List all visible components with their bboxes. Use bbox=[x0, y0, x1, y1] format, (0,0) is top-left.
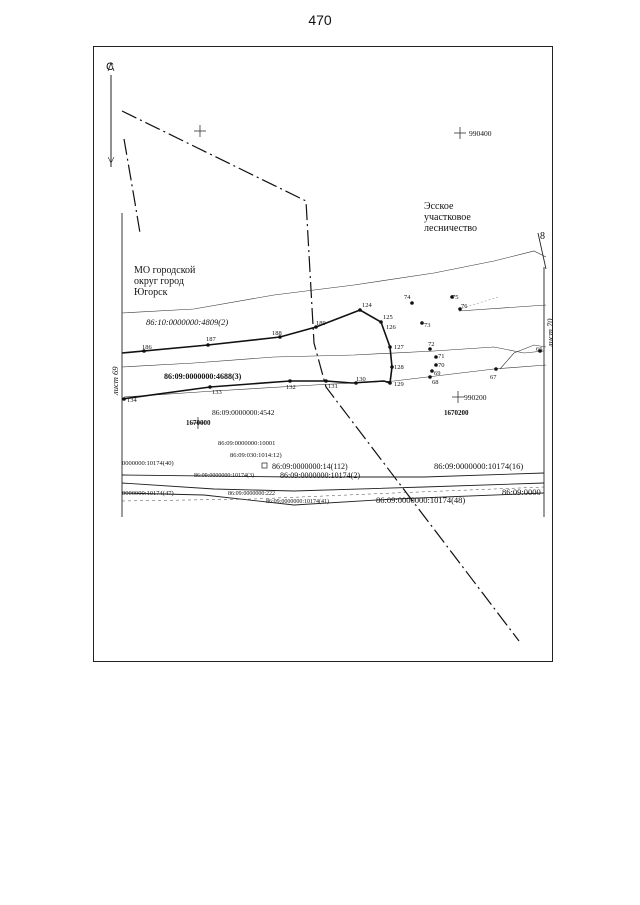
point-label: 132 bbox=[286, 384, 296, 391]
forestry-label: Эсское участковое лесничество bbox=[424, 201, 477, 234]
parcel-label: 86:09:0000000:14(112) bbox=[272, 462, 348, 471]
point-label: 75 bbox=[452, 294, 459, 301]
point-label: 68 bbox=[432, 379, 439, 386]
grid-label-990200: 990200 bbox=[464, 393, 487, 402]
point-label: 131 bbox=[328, 383, 338, 390]
point-label: 74 bbox=[404, 294, 411, 301]
svg-text:Эсское: Эсское bbox=[424, 201, 454, 212]
parcel-label: 86:09:0000000:10174(16) bbox=[434, 461, 523, 471]
parcel-label: 86:09:0000000:10001 bbox=[218, 440, 275, 447]
point-label: 133 bbox=[212, 389, 222, 396]
parcel-label: 86:09:0000000:10174(48) bbox=[376, 495, 465, 505]
point-label: 71 bbox=[438, 353, 445, 360]
point-label: 189 bbox=[316, 320, 326, 327]
point-label: 76 bbox=[461, 303, 468, 310]
grid-label-1670200: 1670200 bbox=[444, 409, 469, 417]
point-label: 187 bbox=[206, 336, 217, 343]
survey-point-icon bbox=[122, 295, 542, 401]
parcel-label: 86:10:0000000:4809(2) bbox=[146, 317, 228, 327]
building-icon bbox=[261, 462, 268, 469]
svg-text:участковое: участковое bbox=[424, 212, 471, 223]
point-label: 124 bbox=[362, 302, 373, 309]
point-labels: 186 187 188 189 124 125 126 127 128 129 … bbox=[127, 294, 543, 404]
municipality-label: МО городской округ город Югорск bbox=[134, 265, 196, 298]
sheet-edge-line bbox=[121, 213, 547, 517]
svg-text:округ город: округ город bbox=[134, 276, 184, 287]
map-canvas: С 990400 990200 1670200 1670000 bbox=[106, 61, 554, 642]
page-number: 470 bbox=[308, 12, 332, 28]
point-label: 70 bbox=[438, 362, 445, 369]
parcel-label: 86:09:0000000:4542 bbox=[212, 408, 275, 417]
grid-label-990400: 990400 bbox=[469, 129, 492, 138]
parcel-label: 86:09:030:1014:12) bbox=[230, 452, 282, 459]
parcel-label: 86:09:0000 bbox=[502, 487, 541, 497]
point-label: 186 bbox=[142, 344, 153, 351]
parcel-label: 86:09:0000000:10174(41) bbox=[266, 498, 329, 505]
svg-text:Югорск: Югорск bbox=[134, 287, 168, 298]
point-label: 69 bbox=[434, 370, 441, 377]
parcel-label: 0000000:10174(40) bbox=[122, 460, 174, 467]
road-line bbox=[121, 472, 545, 506]
grid-cross-icon bbox=[192, 125, 466, 429]
svg-text:лесничество: лесничество bbox=[424, 223, 477, 234]
point-label: 127 bbox=[394, 344, 405, 351]
parcel-label: 0000000:10174(47) bbox=[122, 490, 174, 497]
north-label: С bbox=[106, 61, 114, 73]
boundary-line bbox=[121, 110, 520, 642]
point-label: 72 bbox=[428, 341, 435, 348]
sheet-label-left: лист 69 bbox=[110, 366, 120, 396]
point-label: 125 bbox=[383, 314, 393, 321]
parcel-label: 86:09:0000000:10174(2) bbox=[280, 471, 360, 480]
sheet-label-right: лист 70 bbox=[545, 318, 554, 348]
point-label: 128 bbox=[394, 364, 404, 371]
point-label: 130 bbox=[356, 376, 366, 383]
sheet-label-top-right: 8 bbox=[540, 231, 545, 242]
point-label: 188 bbox=[272, 330, 282, 337]
parcel-label: 86:09:0000000:222 bbox=[228, 491, 275, 497]
point-label: 126 bbox=[386, 324, 397, 331]
point-label: 73 bbox=[424, 322, 431, 329]
point-label: 67 bbox=[490, 374, 497, 381]
parcel-label: 86:09:0000000:10174(3) bbox=[194, 472, 254, 479]
point-label: 129 bbox=[394, 381, 404, 388]
grid-label-1670000: 1670000 bbox=[186, 419, 211, 427]
svg-text:МО городской: МО городской bbox=[134, 265, 196, 276]
point-label: 134 bbox=[127, 397, 138, 404]
parcel-label: 86:09:0000000:4688(3) bbox=[164, 372, 242, 381]
north-arrow-icon bbox=[107, 61, 115, 167]
point-label: 66 bbox=[536, 346, 543, 353]
map-frame: С 990400 990200 1670200 1670000 bbox=[93, 46, 554, 662]
